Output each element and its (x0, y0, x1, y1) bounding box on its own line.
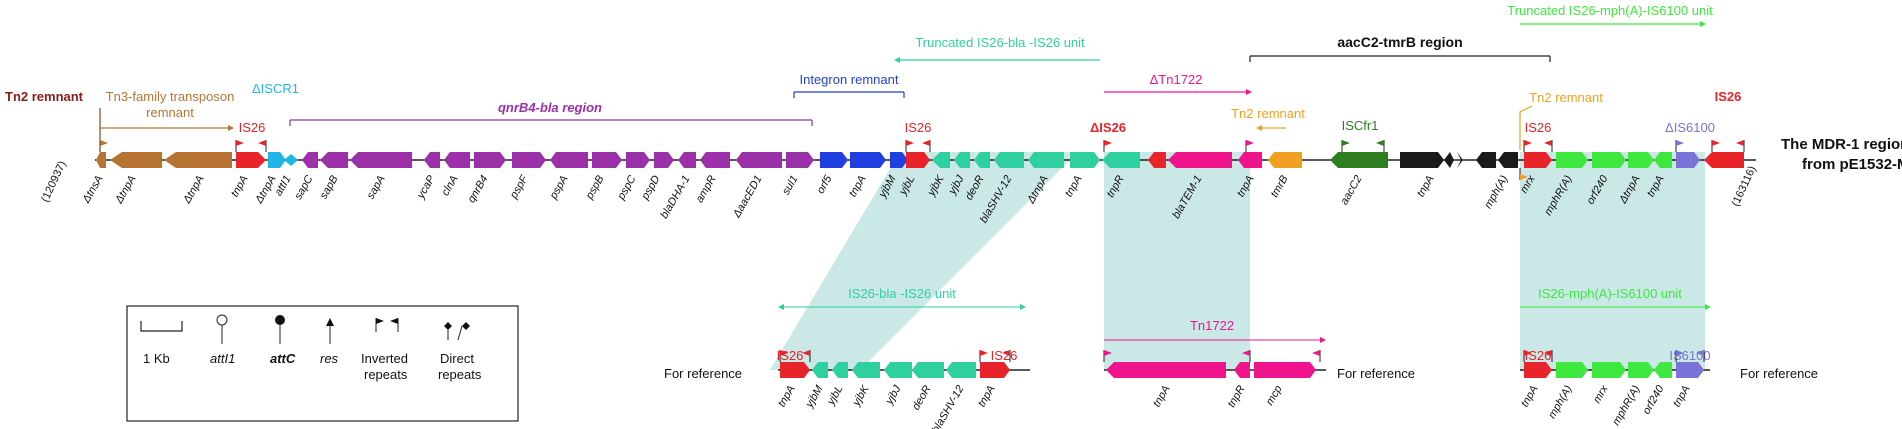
is26-left-label: IS26 (239, 120, 266, 135)
legend: 1 Kb attI1 attC res Inverted repeats Dir… (126, 305, 519, 422)
main-gene-label: clnA (440, 174, 461, 199)
delta-tn1722-label: ΔTn1722 (1150, 72, 1203, 87)
tn3-family-label-1: Tn3-family transposon (106, 89, 235, 104)
reference-gene-label: mphR(A) (1610, 383, 1643, 427)
main-gene-label: ΔaacED1 (730, 174, 764, 221)
main-gene-label: sapA (365, 174, 388, 202)
homology-shade-mph (1520, 152, 1705, 370)
main-gene-label: ΔtnpA (181, 174, 207, 207)
legend-direct-2: repeats (438, 367, 482, 382)
reference-gene-label: yjbM (803, 383, 826, 411)
main-gene-label: mph(A) (1482, 173, 1511, 211)
truncated-mph-unit-label: Truncated IS26-mph(A)-IS6100 unit (1507, 3, 1713, 18)
reference-shv-unit: IS26-bla -IS26 unit For reference IS26 I… (664, 286, 1030, 381)
main-gene-label: pspF (507, 172, 531, 201)
reference-gene-label: mph(A) (1546, 383, 1575, 421)
main-gene-label: ampR (694, 173, 719, 204)
reference-gene-label: tnpA (1671, 384, 1693, 410)
reference-gene-label: yjbK (850, 383, 872, 409)
integron-remnant-label: Integron remnant (799, 72, 898, 87)
ref-shv-is26-right: IS26 (991, 348, 1018, 363)
tn2-remnant-mid-label: Tn2 remnant (1231, 106, 1305, 121)
main-gene-label: qnrB4 (466, 174, 491, 205)
main-title-line2: from pE1532-MCR (1802, 156, 1902, 173)
ref-tn1722-for-reference: For reference (1337, 366, 1415, 381)
main-gene-label: aacC2 (1338, 174, 1364, 208)
delta-iscr1-label: ΔISCR1 (252, 81, 299, 96)
delta-is6100-label: ΔIS6100 (1665, 120, 1715, 135)
delta-is26-label: ΔIS26 (1090, 120, 1126, 135)
truncated-shv-unit-label: Truncated IS26-bla -IS26 unit (915, 35, 1085, 50)
main-gene-label: sapB (318, 174, 341, 202)
reference-gene-label: orf240 (1641, 383, 1667, 417)
main-title-line1: The MDR-1 region (1781, 136, 1902, 153)
ref-shv-header: IS26-bla -IS26 unit (848, 286, 956, 301)
tn3-family-label-2: remnant (146, 105, 194, 120)
reference-gene-label: mcp (1264, 384, 1285, 408)
main-gene-label: tnpA (1415, 174, 1437, 200)
region-labels: Tn2 remnant Tn3-family transposon remnan… (5, 3, 1741, 135)
qnrb4-region-label: qnrB4-bla region (498, 100, 602, 115)
main-gene-label: tnpA (1063, 174, 1085, 200)
reference-gene-label: blaSHV-12 (930, 384, 967, 429)
main-gene-arrows (96, 152, 1744, 168)
legend-direct-1: Direct (440, 351, 474, 366)
main-gene-label: pspC (615, 173, 639, 202)
legend-att: attI1 (210, 351, 235, 366)
ref-shv-for-reference: For reference (664, 366, 742, 381)
ref-mph-for-reference: For reference (1740, 366, 1818, 381)
tn2-remnant-left-label: Tn2 remnant (5, 89, 84, 104)
is26-d-label: IS26 (1715, 89, 1742, 104)
main-gene-label: ycaP (414, 173, 437, 202)
region-brackets (99, 21, 1706, 150)
reference-mph-unit: IS26-mph(A)-IS6100 unit For reference IS… (1520, 286, 1818, 381)
is26-a-label: IS26 (905, 120, 932, 135)
legend-attc: attC (270, 351, 296, 366)
main-gene-label: blaDHA-1 (658, 174, 692, 221)
is26-c-label: IS26 (1525, 120, 1552, 135)
homology-shade-tn1722 (1104, 152, 1250, 370)
coord-left: (120937) (39, 159, 68, 204)
legend-res: res (320, 351, 339, 366)
main-gene-label: sul1 (780, 174, 800, 197)
reference-gene-label: deoR (910, 383, 934, 412)
reference-gene-label: tnpR (1226, 383, 1248, 409)
reference-gene-label: yjbJ (883, 383, 904, 407)
coord-right: (163116) (1730, 164, 1759, 208)
aacc2-tmrb-region-label: aacC2-tmrB region (1337, 34, 1462, 50)
reference-gene-label: mrx (1591, 383, 1611, 405)
ref-mph-header: IS26-mph(A)-IS6100 unit (1538, 286, 1682, 301)
main-gene-label: tnpA (847, 174, 869, 200)
main-gene-label: ΔtnsA (80, 174, 106, 206)
reference-gene-label: tnpA (976, 384, 998, 410)
iscfr1-label: ISCfr1 (1342, 118, 1379, 133)
main-gene-label: pspD (639, 173, 663, 202)
reference-tn1722: Tn1722 For reference (1103, 318, 1415, 381)
main-gene-label: ΔtnpA (113, 174, 139, 207)
ref-mph-is26: IS26 (1525, 348, 1552, 363)
tn2-remnant-right-label: Tn2 remnant (1529, 90, 1603, 105)
legend-scale: 1 Kb (143, 351, 170, 366)
legend-inverted-1: Inverted (361, 351, 408, 366)
main-gene-label: tmrB (1269, 174, 1291, 200)
legend-inverted-2: repeats (364, 367, 408, 382)
main-gene-label: sapC (292, 173, 315, 201)
ref-tn1722-header: Tn1722 (1190, 318, 1234, 333)
reference-gene-label: tnpA (1519, 384, 1541, 410)
main-gene-label: attI1 (273, 174, 294, 199)
main-gene-label: tnpA (229, 174, 251, 200)
main-gene-label: orf5 (815, 173, 835, 196)
main-gene-label: pspB (583, 174, 606, 203)
main-gene-label: pspA (547, 174, 570, 203)
reference-gene-label: tnpA (776, 384, 798, 410)
reference-gene-label: yjbL (825, 384, 846, 408)
homology-shade-shv (770, 152, 1078, 370)
reference-gene-label: tnpA (1151, 384, 1173, 410)
inverted-repeat-flags-main (99, 140, 1745, 180)
